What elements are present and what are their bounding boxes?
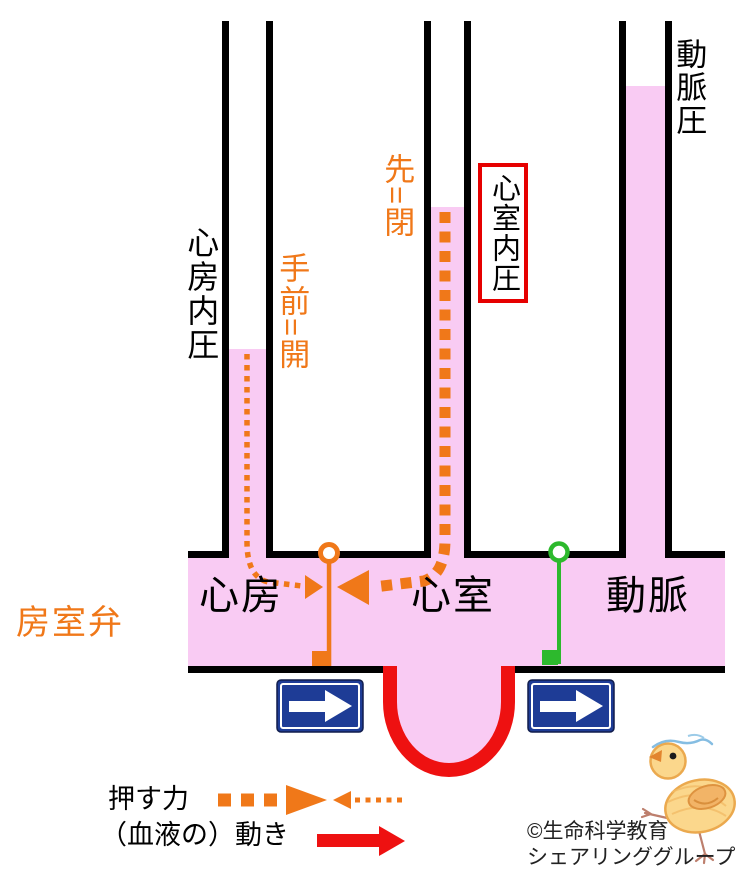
copyright-line1: ©生命科学教育	[527, 820, 669, 843]
tube-walls	[222, 21, 672, 558]
tip-closed-label: 先=閉	[379, 153, 415, 240]
one-way-sign-left-icon	[276, 679, 364, 733]
atrial-pressure-label: 心房内圧	[183, 226, 220, 362]
front-open-label: 手前=開	[274, 252, 310, 372]
legend-push-force-label: 押す力	[108, 784, 189, 814]
one-way-sign-right-icon	[527, 679, 615, 733]
legend-push-weak-arrow-icon	[333, 791, 406, 809]
copyright-line2: シェアリンググループ	[527, 846, 736, 869]
artery-label: 動脈	[606, 574, 690, 618]
ventricular-pressure-label: 心室内圧	[487, 173, 520, 293]
ventricular-push-arrowhead-icon	[337, 570, 369, 605]
atrial-push-dotted-line	[244, 354, 303, 589]
legend-blood-movement-label: （血液の）動き	[100, 820, 289, 850]
blood-fill	[188, 86, 725, 668]
legend-push-strong-arrow-icon	[218, 785, 327, 815]
ventricle-label: 心室	[411, 574, 495, 618]
av-valve-label: 房室弁	[16, 604, 124, 642]
atrium-label: 心房	[199, 574, 283, 618]
av-valve-open-icon	[312, 542, 340, 666]
heart-apex-u	[383, 666, 515, 777]
semilunar-valve-closed-icon	[542, 541, 570, 665]
chamber-outline	[188, 551, 725, 673]
arterial-pressure-label: 動脈圧	[671, 38, 707, 137]
ventricular-push-dotted-line	[373, 212, 451, 593]
legend-blood-flow-arrow-icon	[317, 826, 405, 856]
ventricular-pressure-box: 心室内圧	[478, 163, 528, 303]
chick-illustration-icon	[640, 733, 736, 865]
atrial-push-arrowhead-icon	[305, 575, 323, 599]
